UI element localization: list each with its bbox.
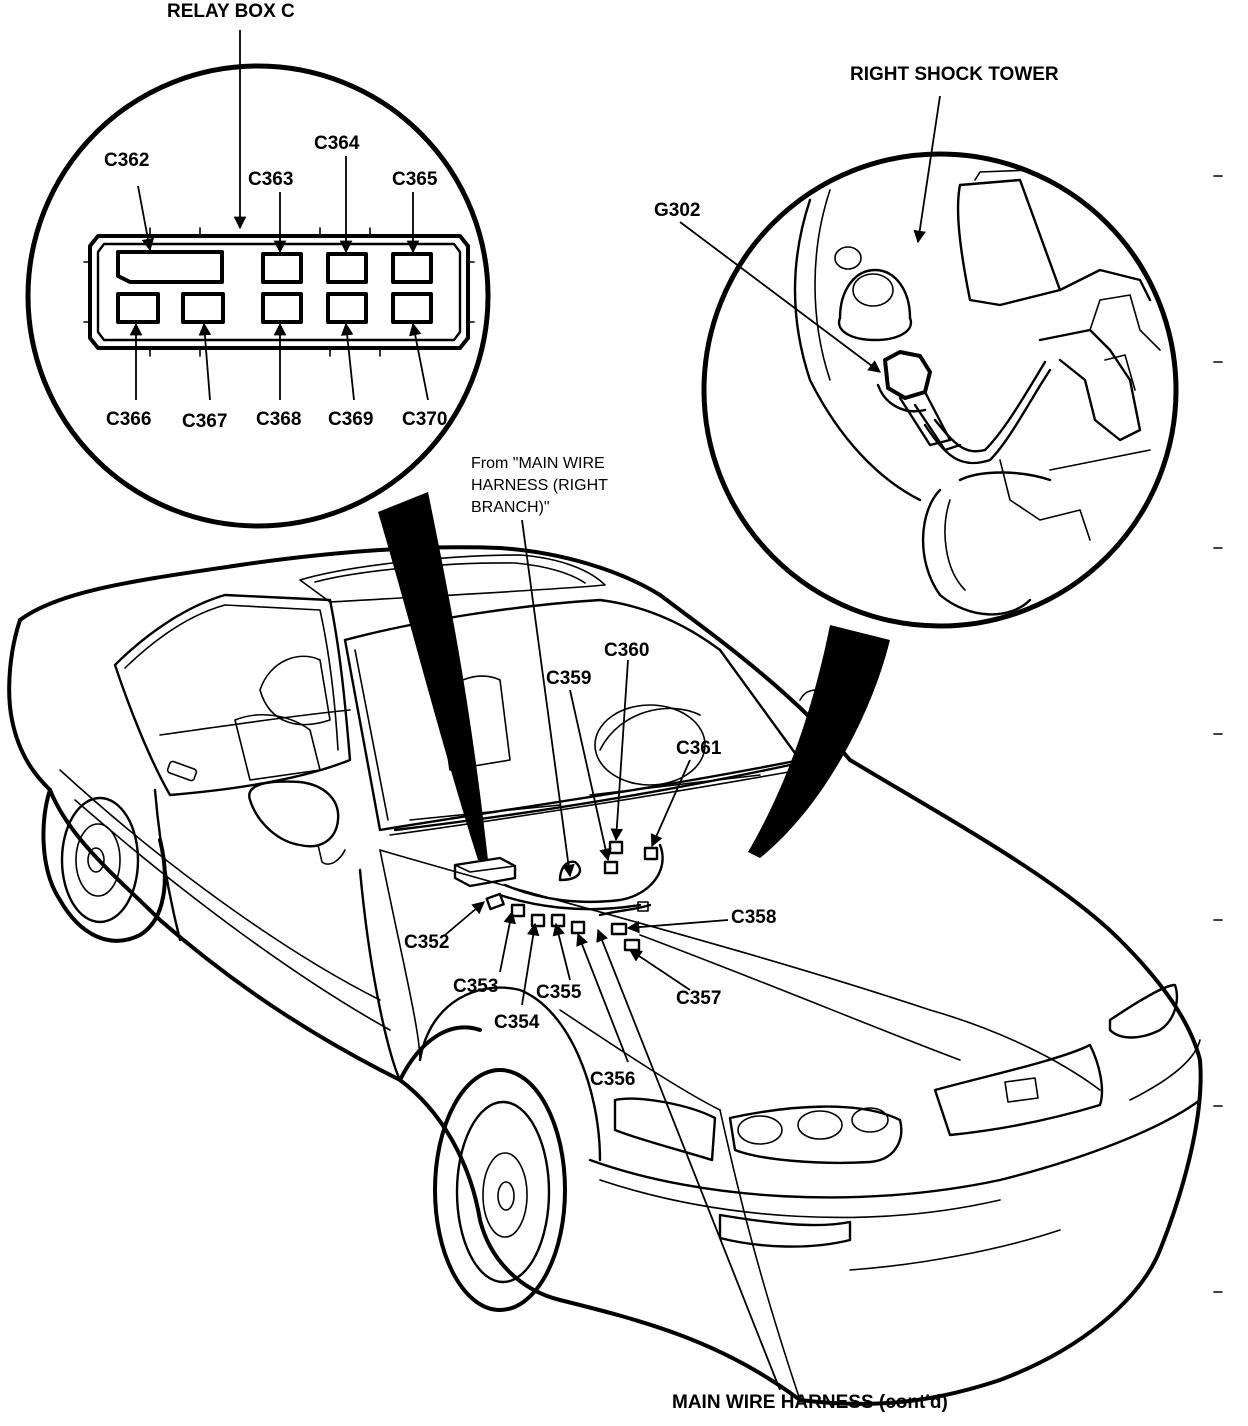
connector-label-c354: C354 [494,1012,540,1033]
connector-label-c362: C362 [104,150,149,171]
car-illustration [7,545,1203,1406]
shock-tower-detail [679,95,1179,629]
relay-box-title: RELAY BOX C [167,1,295,22]
relay-box-callout-wedge [378,492,488,860]
connector-c358-mark [610,922,628,936]
connector-label-c366: C366 [106,409,151,430]
connector-c356-mark [570,920,586,935]
connector-c353-mark [510,903,526,918]
connector-c354-mark [530,913,546,928]
ground-label-g302: G302 [654,200,700,221]
connector-label-c353: C353 [453,976,498,997]
harness-note-line1: From "MAIN WIRE [471,455,605,472]
connector-c360-mark [608,840,624,855]
harness-note-line3: BRANCH)" [471,499,550,516]
diagram-caption: MAIN WIRE HARNESS (cont'd) [672,1392,948,1413]
shock-tower-callout-wedge [748,625,890,858]
connector-label-c361: C361 [676,738,722,759]
connector-label-c368: C368 [256,409,301,430]
connector-label-c352: C352 [404,932,449,953]
connector-label-c370: C370 [402,409,447,430]
connector-label-c356: C356 [590,1069,635,1090]
relay-box-detail [25,30,491,529]
shock-tower-title: RIGHT SHOCK TOWER [850,64,1059,85]
harness-note-line2: HARNESS (RIGHT [471,477,608,494]
connector-label-c358: C358 [731,907,776,928]
connector-label-c357: C357 [676,988,721,1009]
connector-label-c365: C365 [392,169,438,190]
connector-label-c369: C369 [328,409,373,430]
connector-c352-mark [485,892,505,911]
connector-c357-mark [623,938,641,952]
connector-c359-mark [603,860,619,875]
connector-label-c359: C359 [546,668,591,689]
connector-label-c367: C367 [182,411,227,432]
connector-label-c364: C364 [314,133,360,154]
connector-label-c355: C355 [536,982,582,1003]
connector-label-c363: C363 [248,169,293,190]
connector-label-c360: C360 [604,640,649,661]
connector-c361-mark [643,846,659,861]
connector-c355-mark [550,913,566,928]
margin-ticks [1213,175,1223,1293]
